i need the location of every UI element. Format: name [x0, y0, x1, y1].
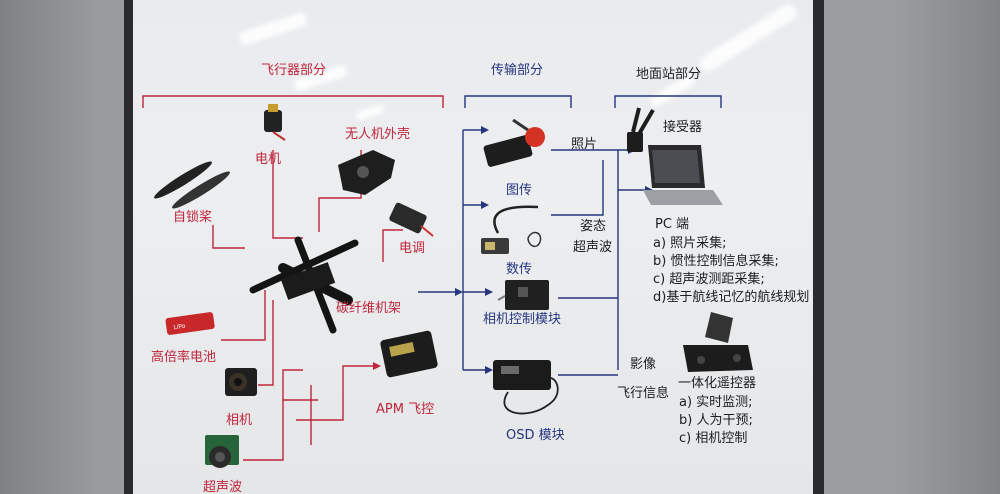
pc-item: b) 惯性控制信息采集; [653, 254, 779, 269]
line-esc [382, 229, 403, 262]
label-ultrasonic: 超声波 [203, 480, 243, 494]
line-apm-b [296, 365, 373, 421]
label-camera-ctrl: 相机控制模块 [483, 312, 562, 327]
label-flow-image: 影像 [630, 357, 657, 372]
label-motor: 电机 [255, 152, 282, 167]
camera-icon [225, 368, 257, 396]
label-osd: OSD 模块 [506, 428, 565, 443]
drone-shell-icon [338, 150, 395, 195]
label-esc: 电调 [399, 241, 426, 256]
line-battery [221, 290, 266, 341]
label-flow-flight-info: 飞行信息 [617, 386, 670, 401]
label-flow-ultrasonic: 超声波 [573, 240, 613, 255]
arrow-data [481, 201, 489, 209]
transmission-bracket [464, 95, 572, 108]
esc-icon [389, 202, 434, 237]
label-battery: 高倍率电池 [151, 350, 217, 365]
receiver-icon [627, 107, 655, 152]
arrow-image [481, 126, 489, 134]
section-transmission-header: 传输部分 [491, 63, 544, 78]
arrow-apm [373, 362, 381, 370]
section-ground-header: 地面站部分 [636, 67, 702, 82]
rc-item: c) 相机控制 [679, 431, 748, 446]
camera-control-module-icon [497, 280, 549, 310]
image-transmitter-icon [483, 118, 545, 167]
label-propeller: 自锁桨 [173, 210, 213, 225]
label-pc-title: PC 端 [655, 217, 690, 232]
label-flow-photo: 照片 [571, 137, 598, 152]
label-data-tx: 数传 [506, 262, 533, 277]
label-flow-attitude: 姿态 [580, 219, 607, 234]
apm-controller-icon [380, 330, 438, 378]
arrow-frame [455, 288, 463, 296]
flight-bracket [142, 95, 444, 108]
propeller-icon [154, 161, 230, 209]
whiteboard: LiPo [133, 0, 813, 494]
label-camera: 相机 [226, 413, 253, 428]
label-shell: 无人机外壳 [345, 127, 411, 142]
svg-text:LiPo: LiPo [173, 323, 186, 332]
line-propeller [212, 225, 245, 249]
label-apm: APM 飞控 [376, 402, 435, 417]
rc-item: a) 实时监测; [679, 395, 753, 410]
battery-icon: LiPo [165, 312, 215, 335]
line-camera [258, 300, 274, 386]
osd-module-icon [493, 360, 559, 415]
section-flight-header: 飞行器部分 [261, 63, 327, 78]
line-ultrasonic [243, 369, 303, 461]
label-rc-title: 一体化遥控器 [678, 376, 757, 391]
arrow-osd [485, 366, 493, 374]
pc-item: a) 照片采集; [653, 236, 727, 251]
laptop-icon [643, 145, 723, 205]
arrow-camctrl [485, 288, 493, 296]
label-carbon-frame: 碳纤维机架 [336, 301, 402, 316]
data-transmitter-icon [481, 205, 542, 254]
label-receiver: 接受器 [663, 120, 703, 135]
label-image-tx: 图传 [506, 183, 533, 198]
pc-item: d)基于航线记忆的航线规划 [653, 290, 810, 305]
remote-controller-icon [683, 312, 753, 372]
motor-icon [264, 104, 286, 141]
connector-lines: LiPo [142, 95, 753, 468]
ground-bracket [614, 95, 722, 108]
pc-item: c) 超声波测距采集; [653, 272, 765, 287]
ultrasonic-sensor-icon [205, 435, 239, 468]
line-motor [272, 150, 303, 239]
rc-item: b) 人为干预; [679, 413, 753, 428]
line-attitude [551, 160, 604, 216]
carbon-frame-icon [249, 236, 359, 334]
